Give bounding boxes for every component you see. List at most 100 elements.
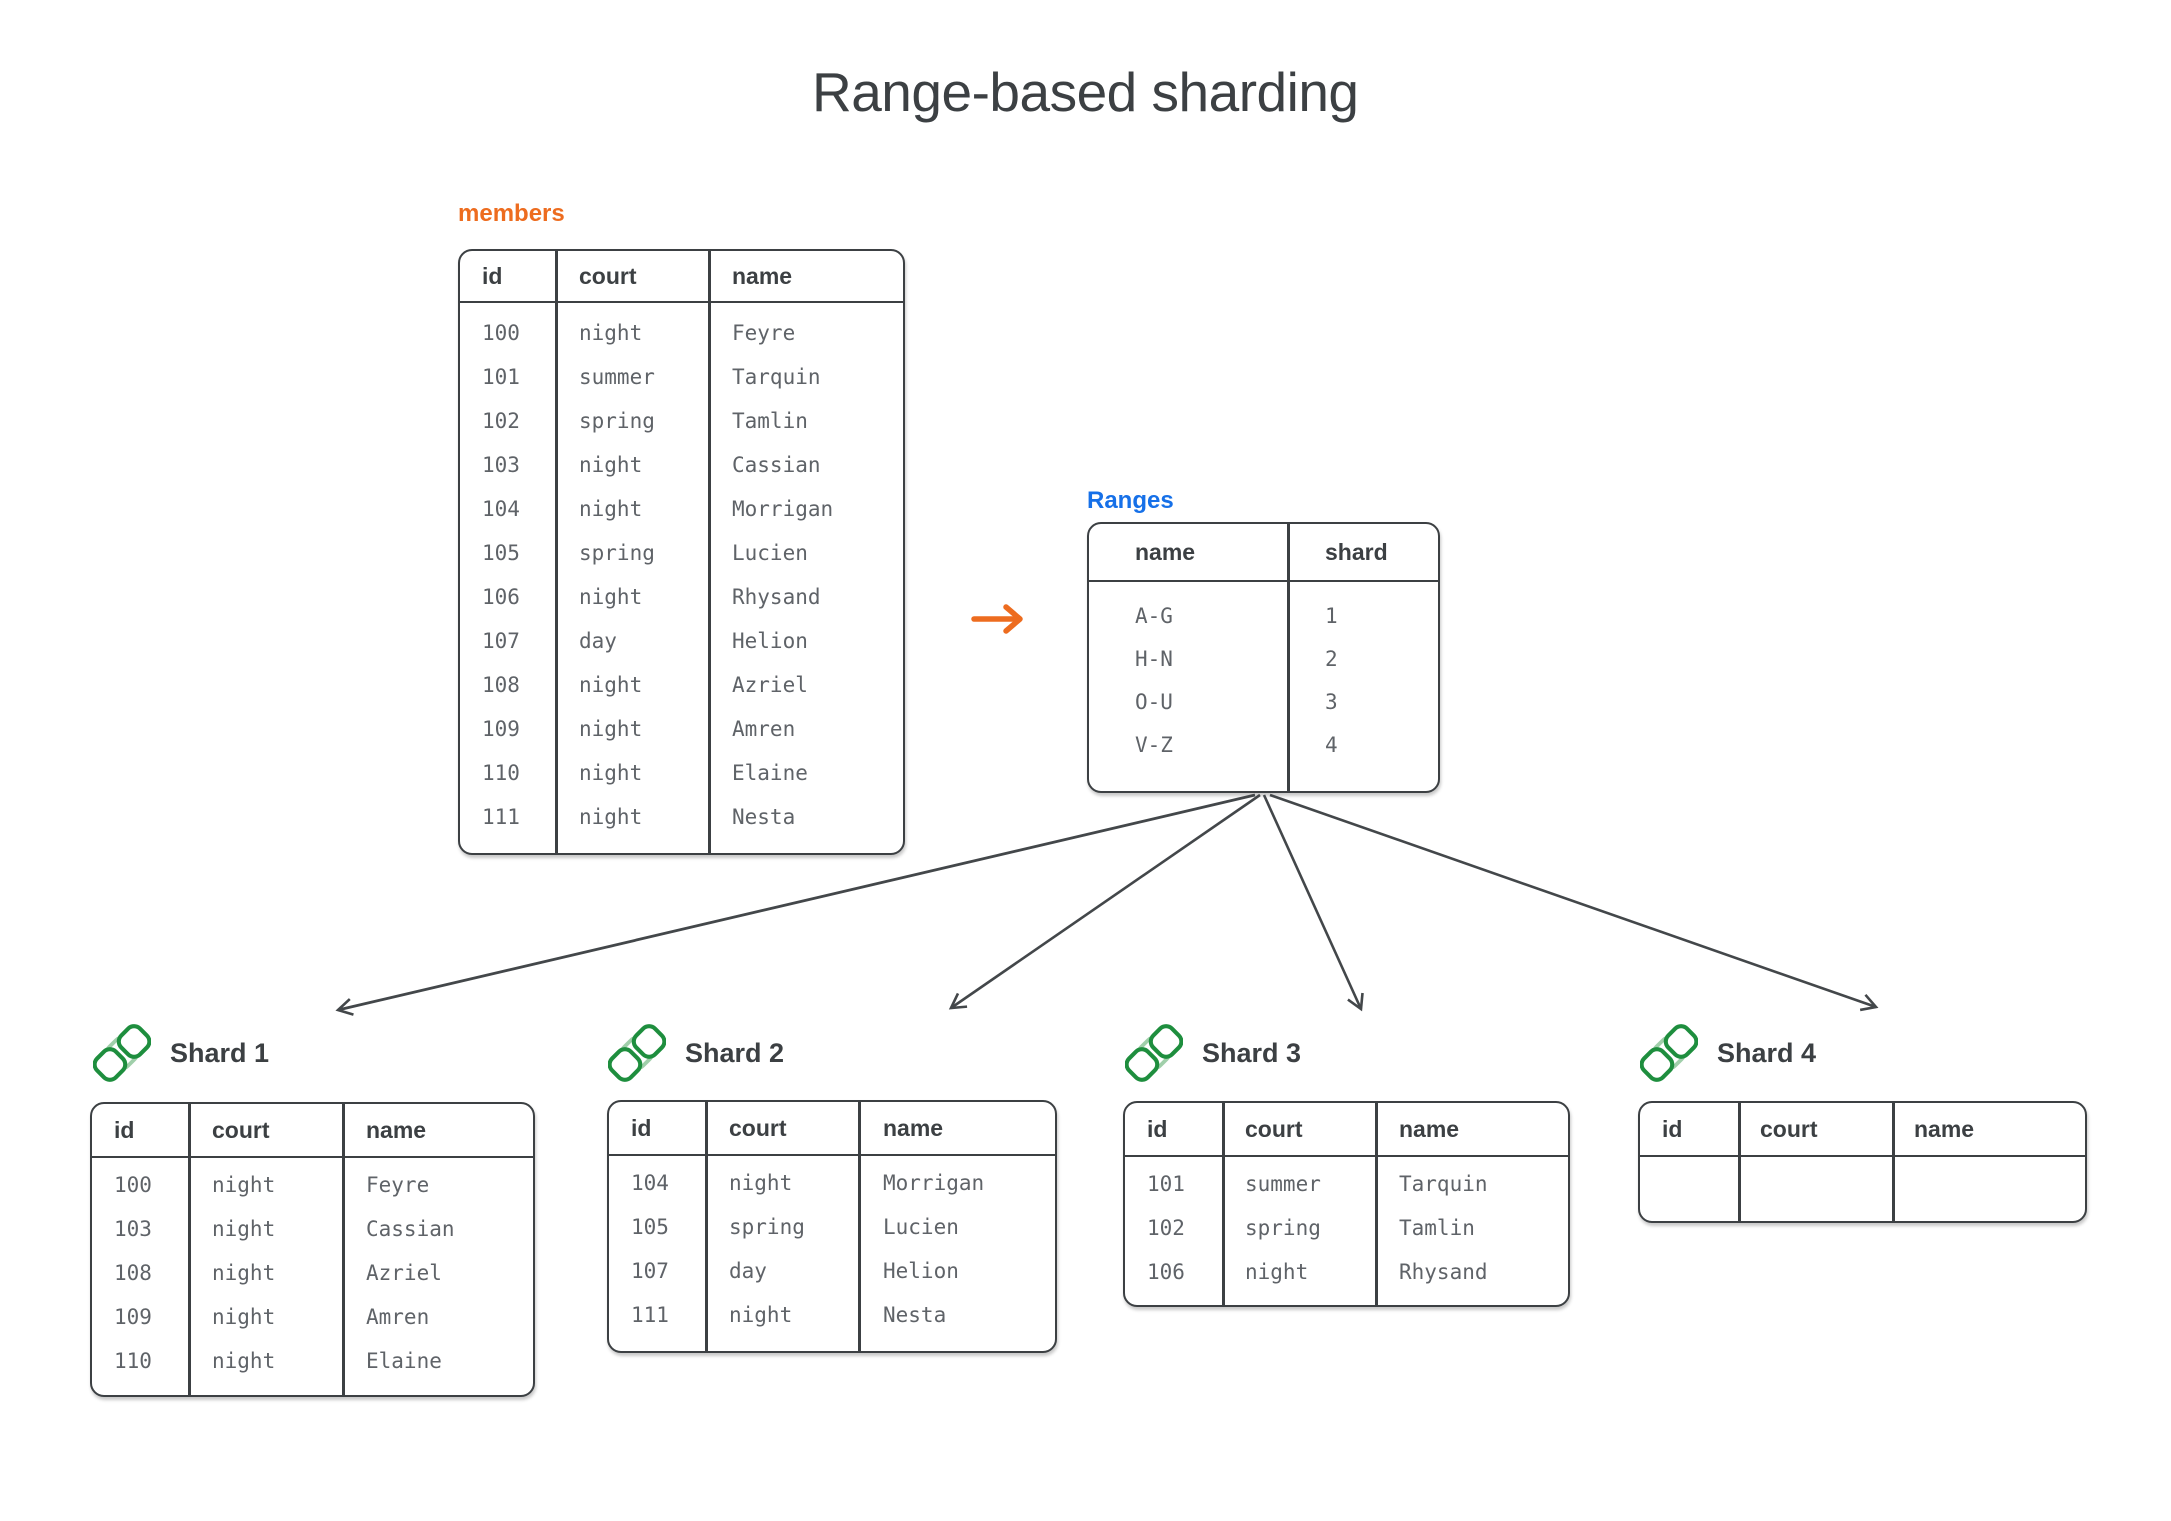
table-cell: summer	[1245, 1172, 1321, 1196]
table-cell: 103	[482, 453, 520, 477]
table-cell: 104	[482, 497, 520, 521]
table-cell: night	[579, 673, 643, 697]
column-divider	[1738, 1103, 1741, 1221]
table-cell: 102	[1147, 1216, 1185, 1240]
table-cell: Tamlin	[732, 409, 808, 433]
table-body	[1640, 1157, 2085, 1219]
table-cell: Tarquin	[732, 365, 821, 389]
table-cell: Azriel	[366, 1261, 442, 1285]
shard3-header: Shard 3	[1125, 1024, 1301, 1082]
shard-stack-icon	[93, 1024, 151, 1082]
table-cell: Rhysand	[732, 585, 821, 609]
column-header: name	[1135, 538, 1196, 565]
shard1-header: Shard 1	[93, 1024, 269, 1082]
table-cell: 101	[1147, 1172, 1185, 1196]
table-cell: spring	[579, 409, 655, 433]
table-cell: 104	[631, 1171, 669, 1195]
table-cell: night	[579, 321, 643, 345]
table-cell: Rhysand	[1399, 1260, 1488, 1284]
column-divider	[1287, 524, 1290, 791]
column-header: id	[482, 262, 503, 289]
table-cell: Helion	[732, 629, 808, 653]
column-divider	[188, 1104, 191, 1395]
table-row: 104 night Morrigan	[609, 1161, 1055, 1205]
table-cell: night	[579, 453, 643, 477]
table-row: 102 spring Tamlin	[1125, 1206, 1568, 1250]
table-row: 103 night Cassian	[460, 443, 903, 487]
column-divider	[708, 251, 711, 853]
table-cell: H-N	[1135, 646, 1173, 671]
table-cell: 111	[482, 805, 520, 829]
table-cell: night	[1245, 1260, 1309, 1284]
table-cell: night	[729, 1171, 793, 1195]
table-cell: 107	[631, 1259, 669, 1283]
column-header: name	[1399, 1115, 1460, 1142]
table-cell: Nesta	[883, 1303, 947, 1327]
table-cell: A-G	[1135, 603, 1173, 628]
table-cell: Cassian	[366, 1217, 455, 1241]
table-cell: spring	[729, 1215, 805, 1239]
column-header: name	[1914, 1115, 1975, 1142]
table-cell: O-U	[1135, 689, 1173, 714]
table-row: O-U 3	[1089, 680, 1438, 723]
column-divider	[858, 1102, 861, 1351]
table-cell: Lucien	[883, 1215, 959, 1239]
table-cell: 4	[1325, 732, 1338, 757]
table-cell: Feyre	[732, 321, 796, 345]
column-divider	[1222, 1103, 1225, 1305]
table-row: 111 night Nesta	[609, 1293, 1055, 1337]
table-cell: night	[579, 761, 643, 785]
table-cell: night	[212, 1217, 276, 1241]
shard-stack-icon	[1640, 1024, 1698, 1082]
table-cell: 109	[114, 1305, 152, 1329]
members-table-label: members	[458, 200, 565, 227]
table-cell: Feyre	[366, 1173, 430, 1197]
shard-stack-icon	[1125, 1024, 1183, 1082]
table-cell: night	[579, 497, 643, 521]
table-cell: 110	[482, 761, 520, 785]
table-cell: Azriel	[732, 673, 808, 697]
table-cell: Elaine	[366, 1349, 442, 1373]
table-cell: Amren	[732, 717, 796, 741]
table-cell: 108	[482, 673, 520, 697]
table-cell: night	[579, 805, 643, 829]
table-cell: 3	[1325, 689, 1338, 714]
table-cell: 101	[482, 365, 520, 389]
table-cell: 102	[482, 409, 520, 433]
shard-stack-icon	[608, 1024, 666, 1082]
column-divider	[555, 251, 558, 853]
table-cell: 111	[631, 1303, 669, 1327]
table-cell: Morrigan	[883, 1171, 985, 1195]
shard4-header: Shard 4	[1640, 1024, 1816, 1082]
table-cell: Tarquin	[1399, 1172, 1488, 1196]
table-cell: night	[729, 1303, 793, 1327]
column-header: name	[732, 262, 793, 289]
table-cell: Tamlin	[1399, 1216, 1475, 1240]
table-row: 102 spring Tamlin	[460, 399, 903, 443]
table-cell: spring	[1245, 1216, 1321, 1240]
column-header: court	[1245, 1115, 1303, 1142]
table-cell: Cassian	[732, 453, 821, 477]
table-cell: Lucien	[732, 541, 808, 565]
